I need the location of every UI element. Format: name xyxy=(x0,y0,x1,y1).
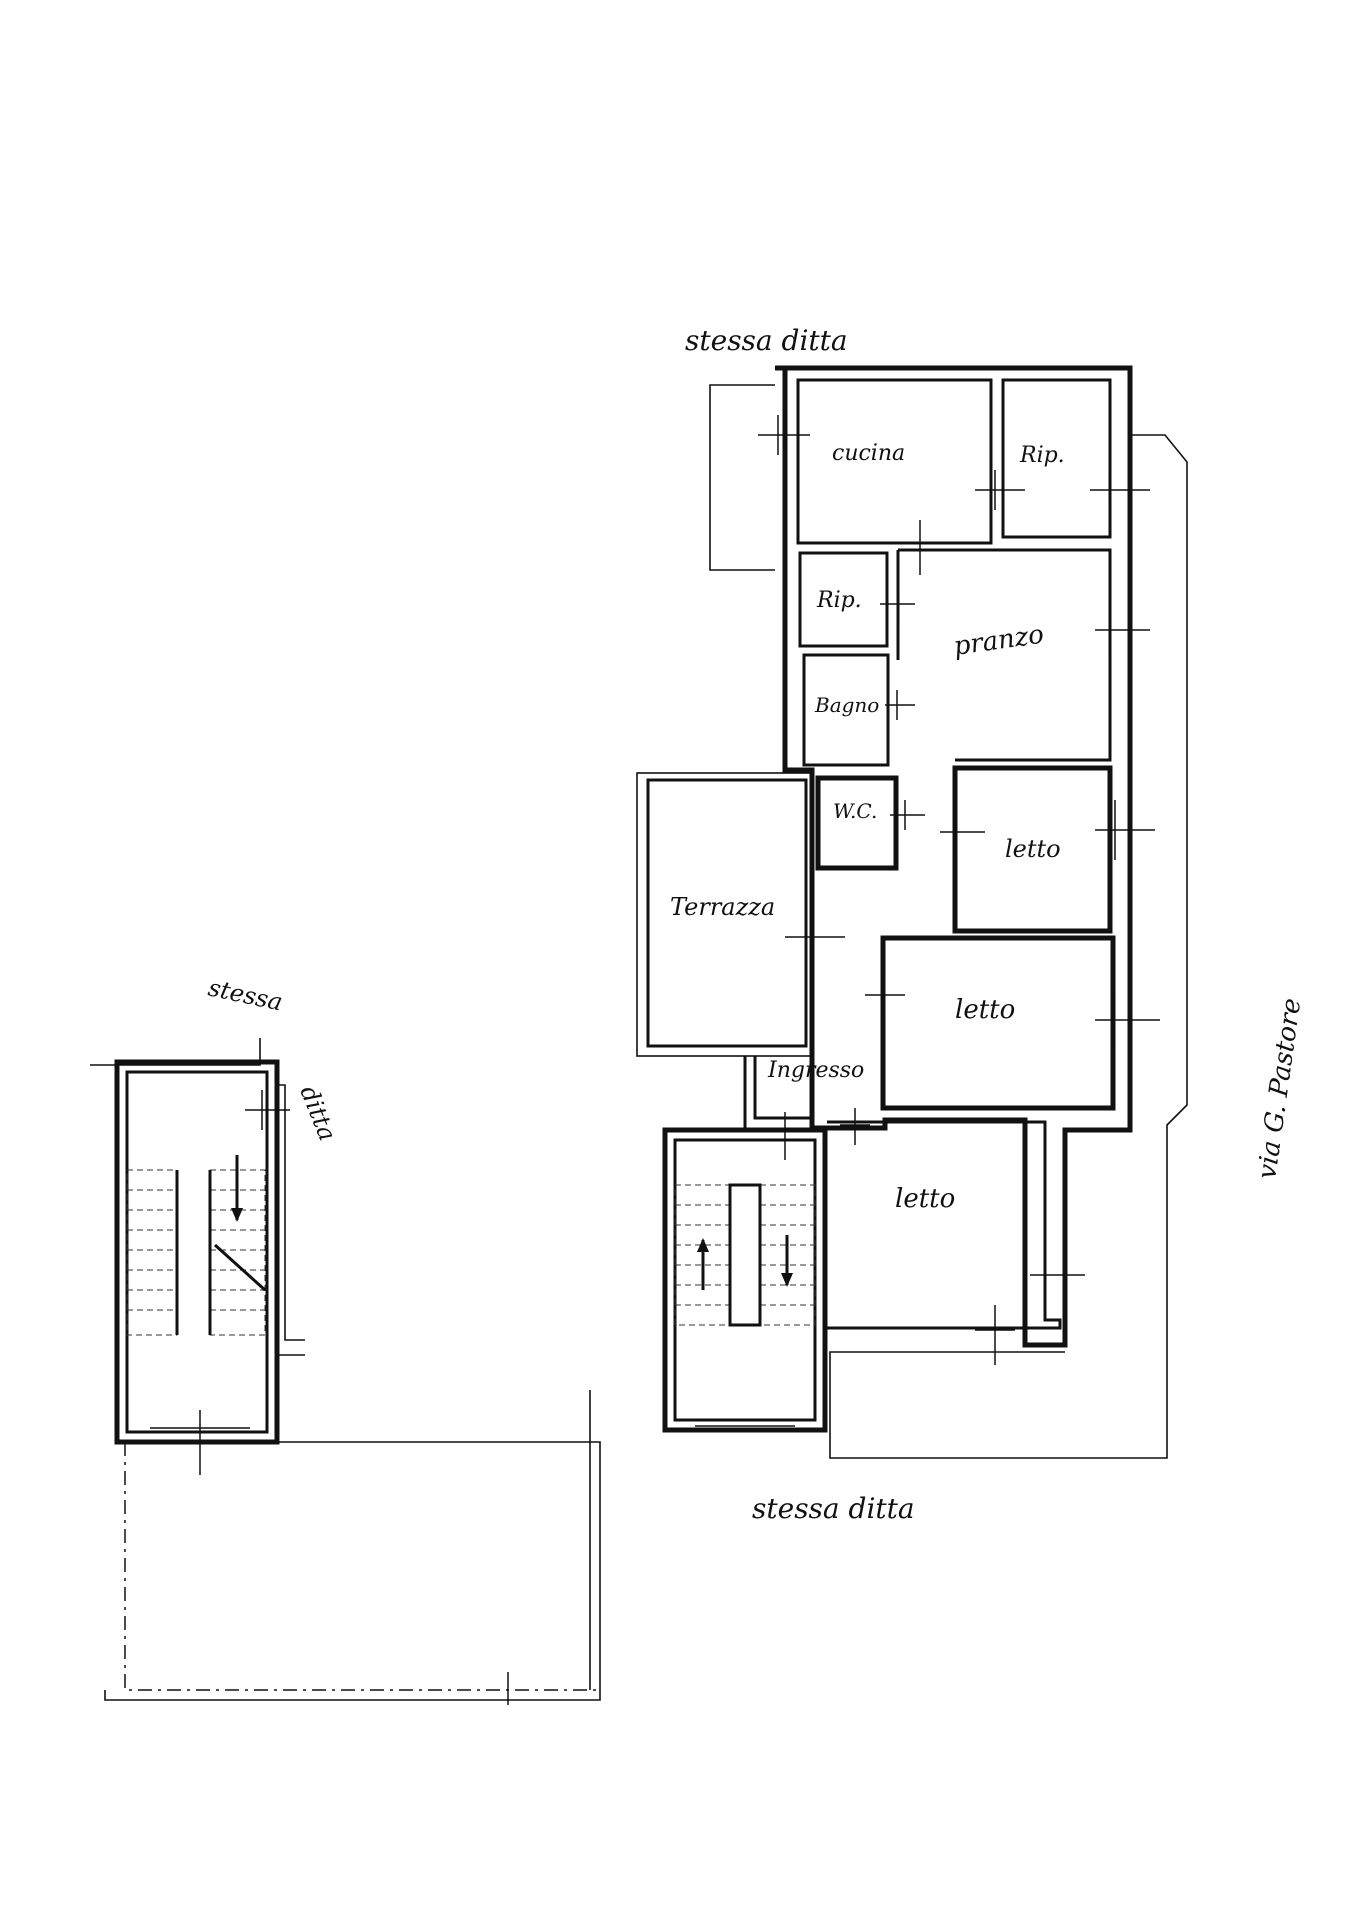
room-ingresso xyxy=(743,1056,812,1128)
label-cucina: cucina xyxy=(832,441,905,466)
stairs-left xyxy=(126,1155,267,1336)
label-wc: W.C. xyxy=(833,799,877,823)
room-rip-top xyxy=(1001,378,1112,539)
outer-wall xyxy=(775,365,1133,1348)
room-bagno xyxy=(802,653,890,767)
courtyard-boundary xyxy=(124,1442,600,1691)
room-rip-mid xyxy=(798,551,889,648)
label-left-neighbor-a: stessa xyxy=(206,973,285,1016)
label-rip-mid: Rip. xyxy=(816,588,862,613)
label-terrazza: Terrazza xyxy=(670,893,775,921)
site-boundary-right xyxy=(829,434,1188,1459)
stairs-main xyxy=(674,1183,816,1327)
label-rip-top: Rip. xyxy=(1019,443,1065,468)
stairwell-left xyxy=(114,1059,280,1445)
label-left-neighbor-b: ditta xyxy=(294,1082,341,1145)
label-bagno: Bagno xyxy=(814,693,879,717)
room-cucina xyxy=(796,378,993,545)
label-letto-2: letto xyxy=(955,995,1015,1025)
left-stair-block xyxy=(90,1038,601,1705)
label-top-neighbor: stessa ditta xyxy=(685,324,848,357)
main-apartment xyxy=(636,365,1188,1459)
label-ingresso: Ingresso xyxy=(767,1058,864,1083)
openings xyxy=(695,415,1160,1427)
label-bottom-neighbor: stessa ditta xyxy=(752,1492,915,1525)
label-letto-3: letto xyxy=(895,1184,955,1214)
room-wc xyxy=(815,775,899,871)
stairwell-main xyxy=(662,1127,828,1433)
label-letto-1: letto xyxy=(1005,835,1061,863)
kitchen-side-box xyxy=(709,384,775,571)
label-street: via G. Pastore xyxy=(1252,996,1307,1181)
labels: stessa ditta stessa ditta stessa ditta v… xyxy=(206,324,1308,1525)
label-pranzo: pranzo xyxy=(952,620,1046,662)
room-letto-3 xyxy=(827,1120,1062,1330)
